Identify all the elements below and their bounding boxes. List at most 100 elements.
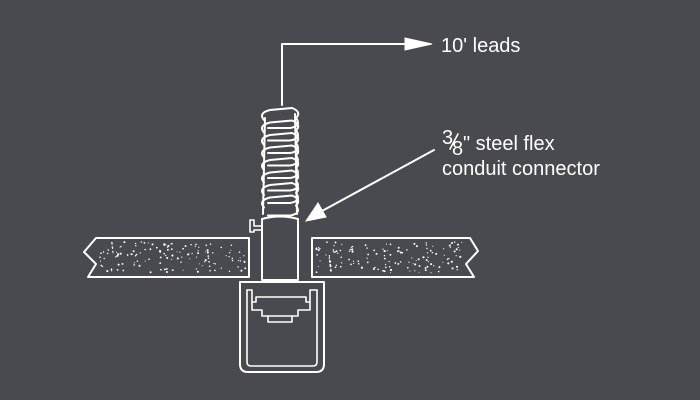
speckle-dot (206, 249, 209, 252)
speckle-dot (385, 243, 388, 245)
speckle-dot (171, 269, 174, 272)
speckle-dot (107, 249, 110, 251)
speckle-dot (406, 249, 408, 251)
speckle-dot (112, 250, 114, 253)
speckle-dot (243, 255, 245, 257)
speckle-dot (99, 256, 101, 258)
speckle-dot (112, 252, 114, 254)
speckle-dot (159, 256, 162, 259)
speckle-dot (383, 270, 386, 273)
speckle-dot (132, 250, 135, 253)
speckle-dot (414, 263, 417, 266)
speckle-dot (448, 244, 451, 247)
speckle-dot (147, 242, 149, 244)
speckle-dot (122, 269, 125, 272)
speckle-dot (334, 266, 337, 269)
speckle-dot (333, 244, 335, 247)
speckle-dot (401, 251, 404, 254)
speckle-dot (143, 242, 146, 244)
speckle-dot (184, 245, 187, 248)
speckle-dot (119, 246, 121, 248)
speckle-dot (116, 269, 119, 271)
speckle-dot (450, 260, 453, 263)
conduit-coil (261, 194, 300, 217)
speckle-dot (155, 246, 158, 249)
speckle-dot (340, 256, 342, 258)
speckle-dot (418, 264, 421, 267)
speckle-dot (329, 269, 332, 272)
speckle-dot (357, 260, 360, 263)
speckle-dot (335, 250, 338, 253)
speckle-dot (437, 270, 440, 273)
speckle-dot (451, 242, 453, 244)
speckle-dot (334, 241, 337, 244)
speckle-dot (399, 251, 402, 254)
speckle-dot (383, 250, 386, 253)
speckle-dot (165, 270, 168, 274)
conduit-coil (261, 157, 300, 179)
speckle-dot (197, 250, 199, 252)
speckle-dot (111, 243, 113, 245)
speckle-dot (415, 259, 417, 261)
speckle-dot (427, 261, 430, 263)
speckle-dot (196, 270, 199, 273)
speckle-dot (424, 266, 427, 269)
speckle-dot (231, 259, 234, 262)
speckle-dot (231, 257, 234, 260)
speckle-dot (360, 266, 363, 269)
speckle-dot (225, 255, 227, 257)
fraction-denominator: 8 (452, 138, 463, 160)
speckle-dot (230, 244, 233, 247)
speckle-dot (207, 257, 210, 260)
speckle-dot (357, 262, 360, 265)
speckle-dot (415, 245, 418, 248)
speckle-dot (160, 268, 162, 271)
speckle-dot (189, 258, 191, 260)
speckle-dot (339, 249, 342, 252)
speckle-dot (220, 246, 222, 249)
speckle-dot (201, 265, 203, 267)
speckle-dot (459, 249, 461, 251)
speckle-dot (374, 266, 376, 269)
speckle-dot (350, 246, 352, 248)
speckle-dot (383, 257, 386, 260)
speckle-dot (447, 262, 450, 265)
speckle-dot (214, 269, 216, 272)
speckle-dot (426, 265, 429, 268)
speckle-dot (144, 260, 146, 262)
speckle-dot (239, 260, 242, 262)
speckle-dot (353, 262, 355, 264)
speckle-dot (449, 246, 452, 248)
speckle-dot (431, 251, 434, 254)
speckle-dot (442, 261, 444, 263)
connector-pointer (304, 149, 435, 222)
speckle-dot (238, 251, 241, 253)
speckle-dot (205, 251, 207, 253)
speckle-dot (352, 260, 355, 262)
speckle-dot (433, 265, 435, 267)
speckle-dot (412, 263, 414, 265)
speckle-dot (427, 256, 429, 258)
speckle-dot (397, 250, 399, 253)
speckle-dot (121, 262, 124, 265)
speckle-dot (389, 253, 392, 256)
speckle-dot (163, 268, 166, 271)
speckle-dot (163, 252, 166, 255)
speckle-dot (457, 246, 459, 249)
speckle-dot (382, 248, 384, 250)
speckle-dot (214, 263, 217, 265)
speckle-dot (317, 265, 319, 268)
speckle-dot (111, 246, 114, 248)
conduit-coil (261, 119, 300, 142)
speckle-dot (111, 241, 113, 244)
speckle-dot (409, 270, 411, 272)
speckle-dot (438, 266, 441, 269)
speckle-dot (453, 250, 456, 253)
speckle-dot (425, 244, 428, 246)
speckle-dot (397, 246, 400, 249)
speckle-dot (209, 243, 212, 245)
speckle-dot (406, 266, 409, 269)
speckle-dot (432, 245, 434, 247)
speckle-dot (176, 257, 179, 260)
